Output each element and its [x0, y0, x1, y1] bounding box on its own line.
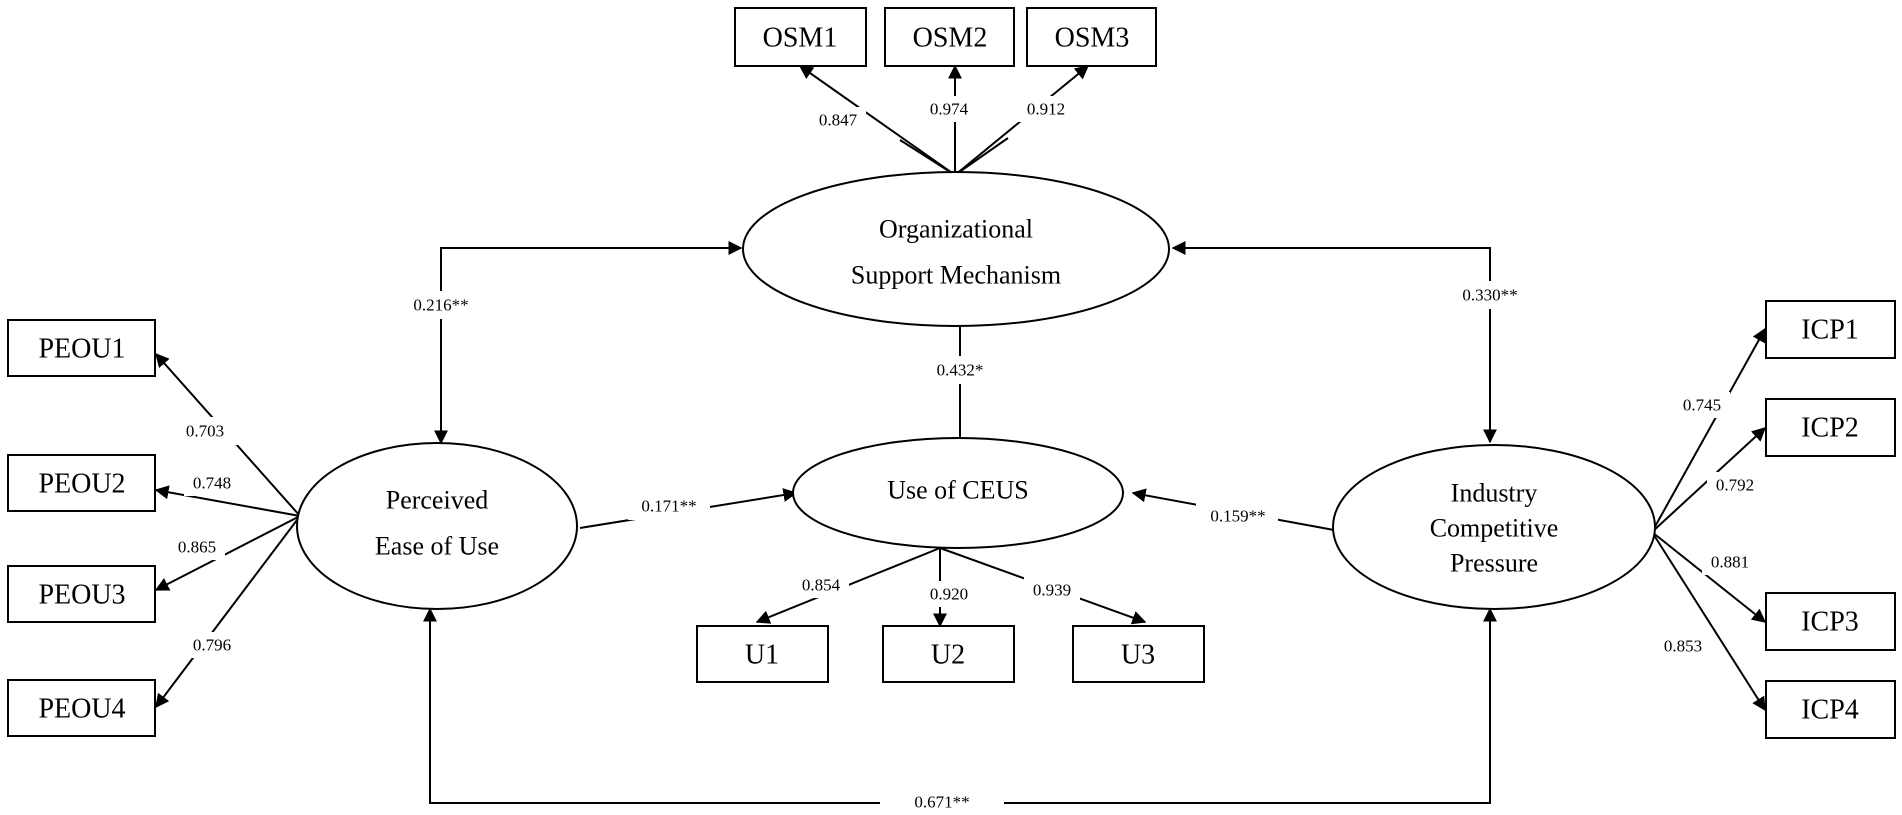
indicator-u1: U1: [696, 625, 829, 683]
construct-peou-line2: Ease of Use: [375, 532, 499, 561]
construct-icp: Industry Competitive Pressure: [1332, 444, 1656, 610]
path-peou-ceus-coef: 0.171**: [641, 497, 696, 516]
indicator-icp2-label: ICP2: [1801, 413, 1859, 444]
path-icp-osm-line: [1171, 241, 1497, 444]
indicator-peou2-label: PEOU2: [38, 469, 125, 500]
indicator-icp2: ICP2: [1765, 398, 1896, 457]
construct-icp-line1: Industry: [1451, 479, 1538, 508]
indicator-osm3-label: OSM3: [1055, 23, 1130, 54]
peou-loading-line-3: [154, 515, 301, 591]
construct-icp-line2: Competitive: [1430, 514, 1559, 543]
construct-peou: Perceived Ease of Use: [296, 442, 578, 610]
indicator-osm1-label: OSM1: [763, 23, 838, 54]
construct-ceus-line1: Use of CEUS: [887, 476, 1029, 505]
icp3-loading: 0.881: [1711, 553, 1749, 572]
indicator-u2-label: U2: [931, 640, 965, 671]
indicator-osm2: OSM2: [884, 7, 1015, 67]
peou1-loading: 0.703: [186, 422, 224, 441]
construct-peou-line1: Perceived: [386, 486, 489, 515]
indicator-u2: U2: [882, 625, 1015, 683]
indicator-peou4: PEOU4: [7, 679, 156, 737]
indicator-icp4-label: ICP4: [1801, 695, 1859, 726]
u3-loading: 0.939: [1033, 581, 1071, 600]
u2-loading: 0.920: [930, 585, 968, 604]
indicator-peou2: PEOU2: [7, 454, 156, 512]
indicator-icp1: ICP1: [1765, 300, 1896, 359]
path-osm-ceus-coef: 0.432*: [937, 361, 984, 380]
indicator-peou3-label: PEOU3: [38, 580, 125, 611]
icp-loading-line-4: [1651, 531, 1766, 712]
icp-loading-line-3: [1651, 531, 1767, 623]
construct-ceus: Use of CEUS: [792, 437, 1124, 549]
peou3-loading: 0.865: [178, 538, 216, 557]
indicator-peou1: PEOU1: [7, 319, 156, 377]
path-peou-icp-coef: 0.671**: [914, 793, 969, 812]
indicator-peou3: PEOU3: [7, 565, 156, 623]
peou4-loading: 0.796: [193, 636, 231, 655]
path-peou-osm-line: [434, 241, 743, 445]
construct-osm: Organizational Support Mechanism: [742, 171, 1170, 327]
u1-loading: 0.854: [802, 576, 841, 595]
osm-stub-1: [899, 139, 956, 176]
indicator-peou1-label: PEOU1: [38, 334, 125, 365]
peou-loading-line-2: [154, 485, 301, 517]
osm-stub-3: [954, 137, 1009, 176]
indicator-icp3: ICP3: [1765, 592, 1896, 651]
osm-loading-line-1: [798, 65, 956, 176]
indicator-u3: U3: [1072, 625, 1205, 683]
indicator-icp4: ICP4: [1765, 680, 1896, 739]
icp1-loading: 0.745: [1683, 396, 1721, 415]
icp2-loading: 0.792: [1716, 476, 1754, 495]
path-icp-osm-coef: 0.330**: [1462, 286, 1517, 305]
peou2-loading: 0.748: [193, 474, 231, 493]
path-peou-osm-coef: 0.216**: [413, 296, 468, 315]
icp-loading-line-1: [1651, 327, 1766, 533]
indicator-peou4-label: PEOU4: [38, 694, 125, 725]
indicator-u3-label: U3: [1121, 640, 1155, 671]
osm1-loading: 0.847: [819, 111, 858, 130]
indicator-icp3-label: ICP3: [1801, 607, 1859, 638]
indicator-icp1-label: ICP1: [1801, 315, 1859, 346]
indicator-u1-label: U1: [745, 640, 779, 671]
indicator-osm1: OSM1: [734, 7, 867, 67]
construct-osm-line2: Support Mechanism: [851, 261, 1061, 290]
indicator-osm3: OSM3: [1026, 7, 1157, 67]
construct-icp-line3: Pressure: [1450, 549, 1538, 578]
osm3-loading: 0.912: [1027, 100, 1065, 119]
path-icp-ceus-coef: 0.159**: [1210, 507, 1265, 526]
peou-loading-line-4: [155, 515, 301, 709]
osm2-loading: 0.974: [930, 100, 969, 119]
indicator-osm2-label: OSM2: [913, 23, 988, 54]
construct-osm-line1: Organizational: [879, 215, 1033, 244]
icp4-loading: 0.853: [1664, 637, 1702, 656]
